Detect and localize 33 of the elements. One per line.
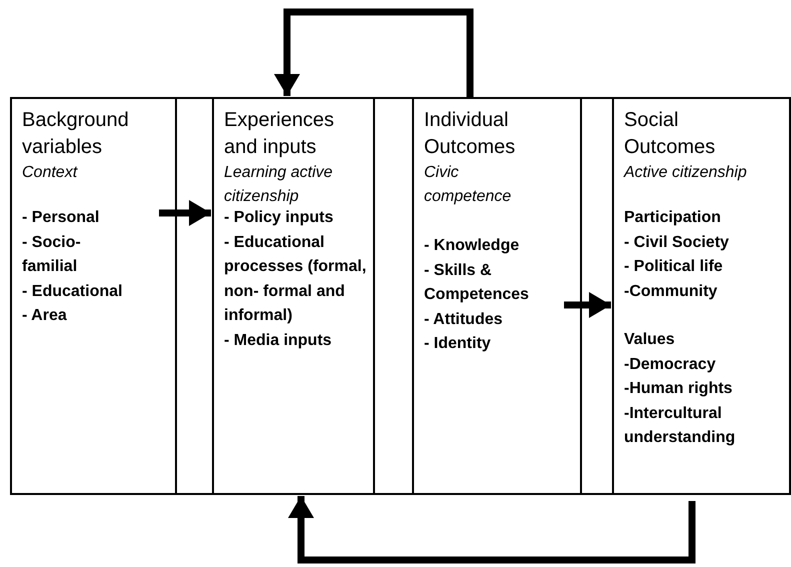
- list-item: -Human rights: [624, 379, 732, 399]
- column-subtitle: Learning active citizenship: [224, 163, 334, 207]
- list-item: -Intercultural understanding: [624, 404, 736, 448]
- stage-column: [412, 97, 582, 495]
- list-item: -Community: [624, 282, 718, 302]
- list-item: - Skills & Competences: [424, 260, 530, 305]
- column-subtitle: Active citizenship: [624, 163, 748, 183]
- list-item: - Policy inputs: [224, 208, 334, 228]
- list-item: - Identity: [424, 334, 491, 354]
- list-item: - Socio- familial: [22, 232, 82, 277]
- arrow: [564, 292, 611, 318]
- group-heading: Participation: [624, 208, 721, 228]
- list-item: - Attitudes: [424, 310, 503, 330]
- arrow: [159, 200, 211, 226]
- arrow: [274, 8, 474, 97]
- list-item: - Area: [22, 306, 67, 326]
- arrow: [288, 496, 696, 564]
- column-heading: Background variables: [22, 108, 130, 160]
- list-item: - Knowledge: [424, 236, 520, 256]
- column-heading: Experiences and inputs: [224, 108, 336, 160]
- list-item: -Democracy: [624, 354, 716, 374]
- list-item: - Media inputs: [224, 330, 332, 350]
- column-subtitle: Civic competence: [424, 163, 512, 207]
- column-heading: Social Outcomes: [624, 108, 716, 160]
- column-heading: Individual Outcomes: [424, 108, 516, 160]
- list-item: - Political life: [624, 257, 723, 277]
- group-heading: Values: [624, 330, 675, 350]
- column-subtitle: Context: [22, 163, 79, 183]
- list-item: - Personal: [22, 208, 100, 228]
- list-item: - Civil Society: [624, 232, 729, 252]
- list-item: - Educational processes (formal, non- formal and informal): [224, 232, 368, 326]
- stage-column: [212, 97, 375, 495]
- list-item: - Educational: [22, 282, 122, 302]
